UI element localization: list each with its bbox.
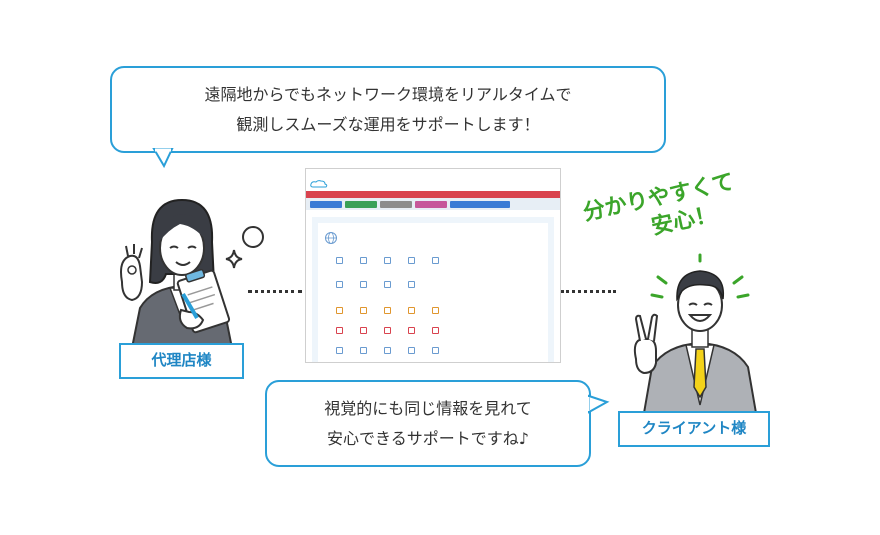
cloud-logo-icon bbox=[310, 180, 328, 188]
device-icon bbox=[360, 307, 367, 314]
client-speech-line-1: 視覚的にも同じ情報を見れて bbox=[324, 398, 532, 418]
agent-speech-bubble: 遠隔地からでもネットワーク環境をリアルタイムで 観測しスムーズな運用をサポートし… bbox=[110, 66, 666, 153]
screenshot-body bbox=[312, 217, 554, 362]
device-icon bbox=[408, 347, 415, 354]
device-icon bbox=[432, 347, 439, 354]
screenshot-tab bbox=[345, 200, 377, 208]
device-icon bbox=[336, 307, 343, 314]
sparkle-icon bbox=[225, 226, 264, 269]
device-icon bbox=[432, 257, 439, 264]
client-speech-line-2: 安心できるサポートですね♪ bbox=[327, 428, 529, 448]
device-icon bbox=[336, 347, 343, 354]
device-icon bbox=[336, 281, 343, 288]
screenshot-tabs bbox=[306, 198, 560, 210]
device-icon bbox=[384, 307, 391, 314]
device-icon bbox=[384, 281, 391, 288]
screenshot-tab bbox=[415, 200, 447, 208]
device-icon bbox=[408, 281, 415, 288]
device-icon bbox=[384, 327, 391, 334]
device-icon bbox=[432, 307, 439, 314]
device-icon bbox=[360, 327, 367, 334]
agent-speech-line-2: 観測しスムーズな運用をサポートします！ bbox=[236, 114, 540, 134]
screenshot-titlebar bbox=[306, 169, 560, 177]
client-speech-bubble: 視覚的にも同じ情報を見れて 安心できるサポートですね♪ bbox=[265, 380, 591, 467]
screenshot-alert-bar bbox=[306, 191, 560, 198]
peace-sign-hand-icon bbox=[633, 313, 659, 375]
screenshot-tab bbox=[310, 200, 342, 208]
device-icon bbox=[408, 307, 415, 314]
screenshot-tab bbox=[380, 200, 412, 208]
connector-right bbox=[561, 290, 616, 293]
speech-tail-icon bbox=[586, 394, 610, 414]
connector-left bbox=[248, 290, 302, 293]
device-icon bbox=[336, 327, 343, 334]
agent-label: 代理店様 bbox=[119, 343, 244, 379]
client-man-icon bbox=[633, 253, 758, 414]
device-icon bbox=[360, 347, 367, 354]
device-icon bbox=[336, 257, 343, 264]
client-label: クライアント様 bbox=[618, 411, 770, 447]
device-icon bbox=[360, 281, 367, 288]
clipboard-icon bbox=[176, 268, 231, 334]
screenshot-nav bbox=[306, 177, 560, 191]
device-icon bbox=[408, 327, 415, 334]
speech-tail-icon bbox=[152, 148, 174, 169]
device-icon bbox=[432, 327, 439, 334]
globe-icon bbox=[325, 232, 337, 244]
screenshot-device-panel bbox=[318, 223, 548, 362]
device-icon bbox=[408, 257, 415, 264]
device-icon bbox=[384, 257, 391, 264]
monitor-screenshot-icon bbox=[305, 168, 561, 363]
agent-speech-line-1: 遠隔地からでもネットワーク環境をリアルタイムで bbox=[204, 84, 572, 104]
exclamation-text: 分かりやすくて 安心！ bbox=[581, 169, 743, 256]
screenshot-tab bbox=[450, 200, 510, 208]
device-icon bbox=[384, 347, 391, 354]
device-icon bbox=[360, 257, 367, 264]
